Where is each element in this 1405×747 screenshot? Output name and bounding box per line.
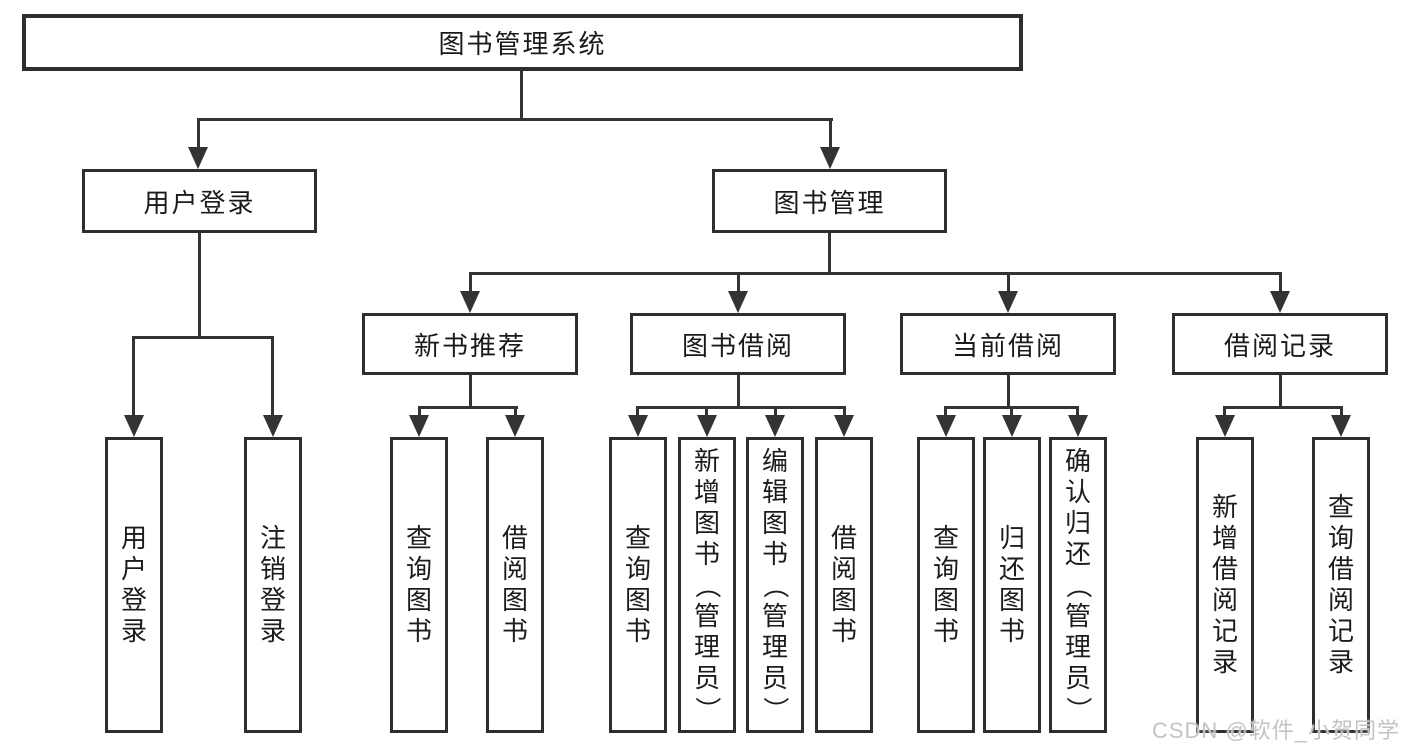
node-current-borrow-label: 当前借阅 (951, 330, 1064, 361)
arrowhead-icon (936, 415, 956, 437)
leaf-add-books-admin-label: 新增图书（管理员） (692, 445, 723, 723)
connector-line (520, 68, 523, 120)
connector-line (774, 406, 777, 418)
connector-line (469, 375, 472, 408)
arrowhead-icon (765, 415, 785, 437)
connector-line (944, 406, 947, 418)
arrowhead-icon (628, 415, 648, 437)
connector-line (828, 233, 831, 274)
node-book-borrow-label: 图书借阅 (681, 330, 794, 361)
leaf-user-login: 用户登录 (105, 437, 163, 733)
arrowhead-icon (188, 147, 208, 169)
arrowhead-icon (728, 291, 748, 313)
connector-line (636, 406, 846, 409)
leaf-add-borrow-record: 新增借阅记录 (1196, 437, 1254, 733)
node-book-management: 图书管理 (712, 169, 947, 233)
leaf-query-books-2-label: 查询图书 (624, 523, 651, 646)
connector-line (1007, 272, 1010, 293)
arrowhead-icon (998, 291, 1018, 313)
arrowhead-icon (124, 415, 144, 437)
connector-line (197, 118, 200, 152)
connector-line (418, 406, 518, 409)
connector-line (1007, 375, 1010, 408)
connector-line (1223, 406, 1343, 409)
leaf-query-books-3: 查询图书 (917, 437, 975, 733)
arrowhead-icon (1270, 291, 1290, 313)
leaf-query-books-1-label: 查询图书 (405, 523, 432, 646)
arrowhead-icon (1002, 415, 1022, 437)
arrowhead-icon (409, 415, 429, 437)
leaf-borrow-books-1: 借阅图书 (486, 437, 544, 733)
connector-line (418, 406, 421, 418)
leaf-query-books-3-label: 查询图书 (932, 523, 959, 646)
node-borrow-records-label: 借阅记录 (1223, 330, 1336, 361)
arrowhead-icon (1068, 415, 1088, 437)
node-user-login: 用户登录 (82, 169, 317, 233)
connector-line (132, 336, 135, 418)
connector-line (469, 272, 472, 293)
leaf-confirm-return-admin-label: 确认归还（管理员） (1063, 445, 1094, 723)
leaf-user-login-label: 用户登录 (120, 523, 147, 646)
node-user-login-label: 用户登录 (143, 187, 256, 218)
connector-line (271, 336, 274, 418)
leaf-borrow-books-1-label: 借阅图书 (501, 523, 528, 646)
leaf-edit-books-admin: 编辑图书（管理员） (746, 437, 804, 733)
connector-line (469, 272, 1282, 275)
arrowhead-icon (263, 415, 283, 437)
arrowhead-icon (460, 291, 480, 313)
leaf-query-books-2: 查询图书 (609, 437, 667, 733)
connector-line (843, 406, 846, 418)
leaf-logout: 注销登录 (244, 437, 302, 733)
arrowhead-icon (1215, 415, 1235, 437)
connector-line (198, 233, 201, 338)
connector-line (1076, 406, 1079, 418)
connector-line (1279, 272, 1282, 293)
arrowhead-icon (820, 147, 840, 169)
connector-line (514, 406, 517, 418)
node-book-management-label: 图书管理 (773, 187, 886, 218)
leaf-return-books-label: 归还图书 (998, 523, 1025, 646)
node-book-borrow: 图书借阅 (630, 313, 846, 375)
leaf-confirm-return-admin: 确认归还（管理员） (1049, 437, 1107, 733)
node-borrow-records: 借阅记录 (1172, 313, 1388, 375)
connector-line (1010, 406, 1013, 418)
arrowhead-icon (505, 415, 525, 437)
leaf-add-borrow-record-label: 新增借阅记录 (1211, 492, 1238, 677)
connector-line (705, 406, 708, 418)
connector-line (737, 375, 740, 408)
connector-line (197, 118, 833, 121)
node-new-book-recommend: 新书推荐 (362, 313, 578, 375)
leaf-borrow-books-2: 借阅图书 (815, 437, 873, 733)
connector-line (1223, 406, 1226, 418)
connector-line (1279, 375, 1282, 408)
connector-line (737, 272, 740, 293)
leaf-logout-label: 注销登录 (259, 523, 286, 646)
leaf-borrow-books-2-label: 借阅图书 (830, 523, 857, 646)
connector-line (1340, 406, 1343, 418)
arrowhead-icon (697, 415, 717, 437)
arrowhead-icon (834, 415, 854, 437)
node-new-book-recommend-label: 新书推荐 (413, 330, 526, 361)
arrowhead-icon (1331, 415, 1351, 437)
node-root: 图书管理系统 (22, 14, 1023, 71)
leaf-query-books-1: 查询图书 (390, 437, 448, 733)
leaf-edit-books-admin-label: 编辑图书（管理员） (760, 445, 791, 723)
node-root-label: 图书管理系统 (438, 29, 607, 59)
node-current-borrow: 当前借阅 (900, 313, 1116, 375)
leaf-query-borrow-record-label: 查询借阅记录 (1327, 492, 1354, 677)
csdn-watermark: CSDN @软件_小贺同学 (1151, 718, 1400, 743)
connector-line (132, 336, 274, 339)
leaf-add-books-admin: 新增图书（管理员） (678, 437, 736, 733)
connector-line (636, 406, 639, 418)
leaf-query-borrow-record: 查询借阅记录 (1312, 437, 1370, 733)
leaf-return-books: 归还图书 (983, 437, 1041, 733)
connector-line (829, 118, 832, 152)
